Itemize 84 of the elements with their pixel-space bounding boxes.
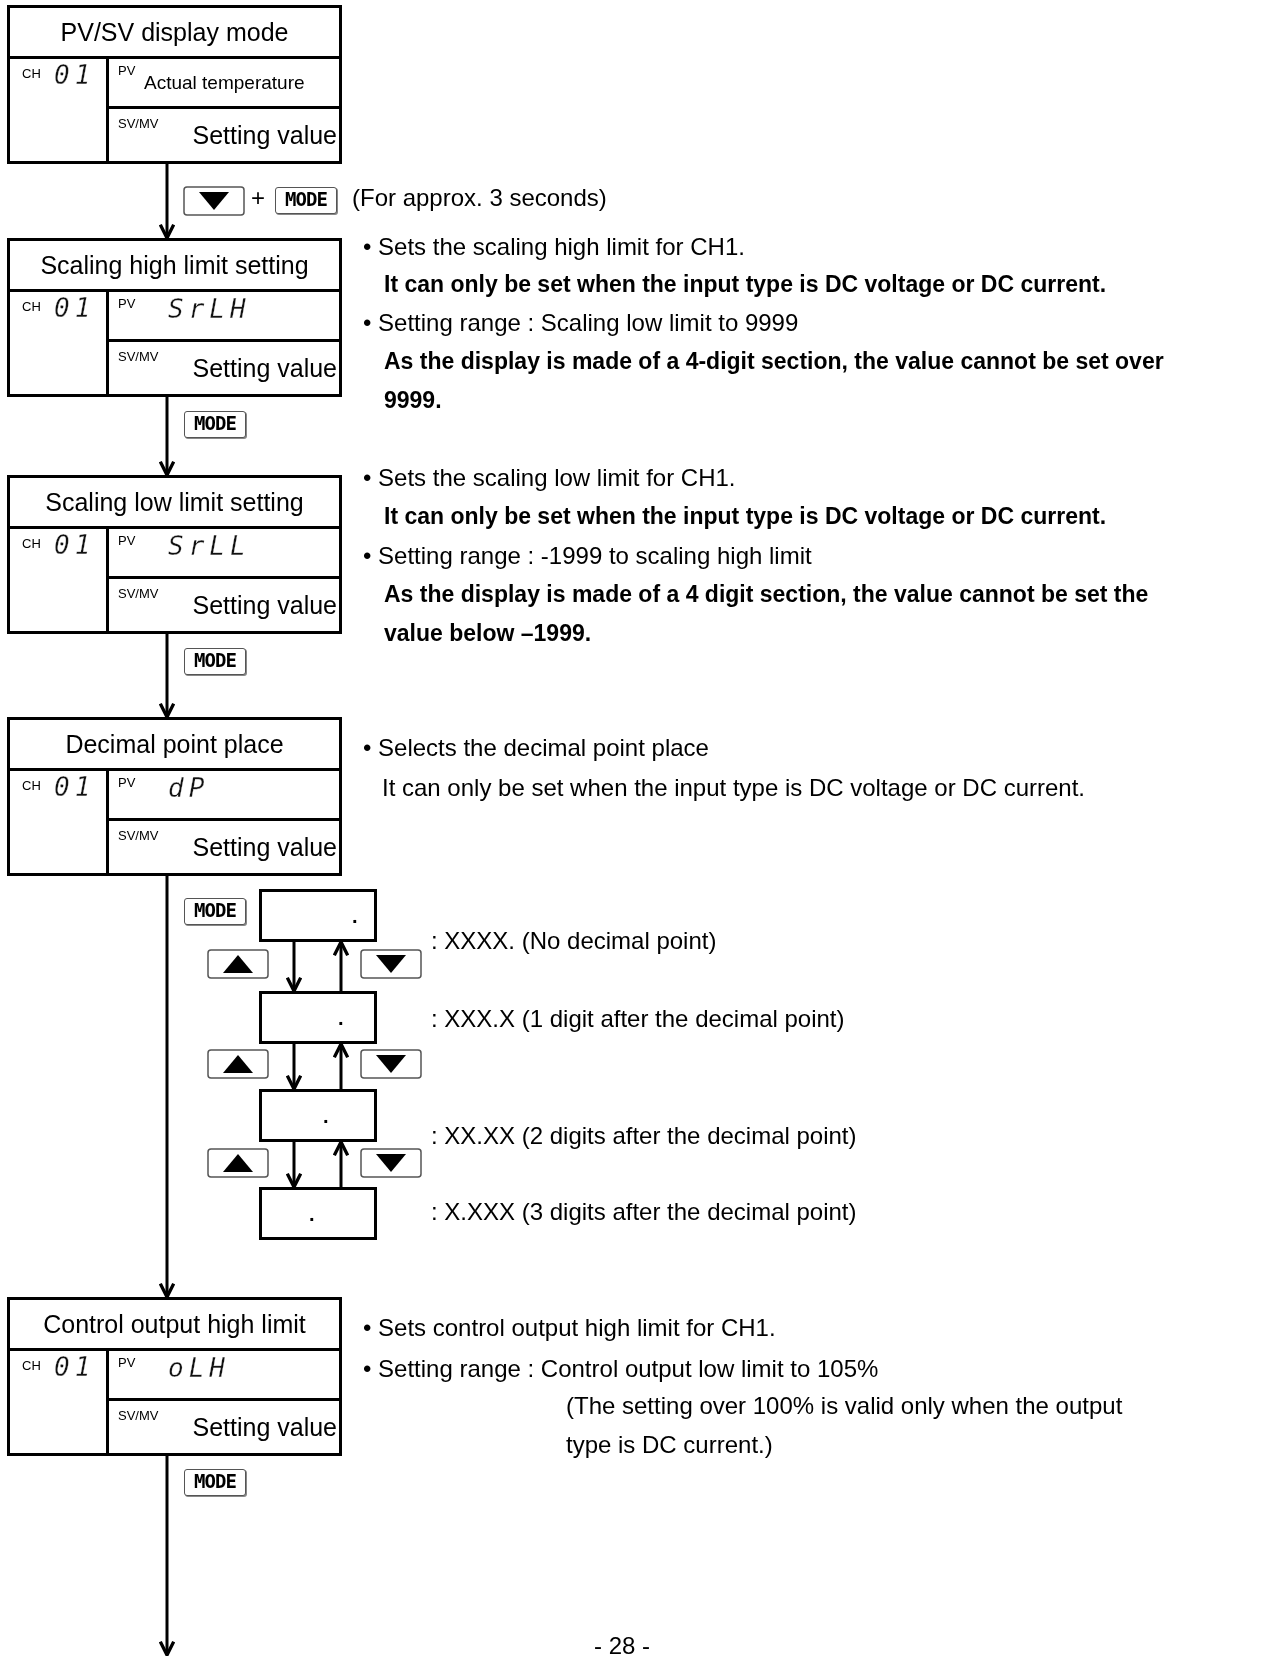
sv-mv-label: SV/MV xyxy=(118,587,159,600)
mode-title: Decimal point place xyxy=(64,732,285,757)
note-text: It can only be set when the input type is DC voltage or DC current. xyxy=(382,773,1087,803)
channel-label: CH xyxy=(22,537,41,550)
mode-title: Scaling high limit setting xyxy=(39,253,310,278)
note-text: • Sets the scaling high limit for CH1. xyxy=(363,232,746,262)
sv-description: Setting value xyxy=(192,593,337,618)
mode-key: MODE xyxy=(184,1469,246,1496)
note-text: As the display is made of a 4 digit section, the value cannot be set the value below –1999. xyxy=(384,580,1150,648)
display-panel xyxy=(7,475,342,634)
segment-display-digits: oLH xyxy=(168,1355,230,1381)
display-panel xyxy=(7,1297,342,1456)
decimal-point: . xyxy=(338,1008,344,1028)
arrow xyxy=(158,164,176,240)
decimal-point: . xyxy=(309,1204,315,1224)
note-text: It can only be set when the input type is DC voltage or DC current. xyxy=(384,270,1108,299)
sv-description: Setting value xyxy=(192,356,337,381)
segment-display-digits: 01 xyxy=(54,774,96,800)
display-box xyxy=(259,1187,377,1240)
note-text: : XXXX. (No decimal point) xyxy=(431,926,718,956)
display-panel xyxy=(7,717,342,876)
pv-label: PV xyxy=(118,1356,136,1369)
note-text: It can only be set when the input type is DC voltage or DC current. xyxy=(384,502,1108,531)
mode-key: MODE xyxy=(184,648,246,675)
pv-label: PV xyxy=(118,297,136,310)
pv-label: PV xyxy=(118,776,136,789)
sv-mv-label: SV/MV xyxy=(118,117,159,130)
display-panel xyxy=(7,238,342,397)
sv-mv-label: SV/MV xyxy=(118,1409,159,1422)
mode-key: MODE xyxy=(184,898,246,925)
arrow xyxy=(158,634,176,719)
mode-title: Control output high limit xyxy=(42,1312,307,1337)
segment-display-digits: 01 xyxy=(54,295,96,321)
decimal-point: . xyxy=(352,906,358,926)
display-box xyxy=(259,1089,377,1142)
note-text: As the display is made of a 4-digit section, the value cannot be set over 9999. xyxy=(384,347,1165,415)
channel-label: CH xyxy=(22,67,41,80)
mode-key: MODE xyxy=(184,411,246,438)
mode-title: Scaling low limit setting xyxy=(44,490,305,515)
pv-description: Actual temperature xyxy=(144,73,305,92)
sv-description: Setting value xyxy=(192,1415,337,1440)
arrow xyxy=(332,1140,350,1187)
segment-display-digits: dP xyxy=(168,775,210,801)
pv-label: PV xyxy=(118,534,136,547)
note-text: (The setting over 100% is valid only when the output type is DC current.) xyxy=(566,1391,1124,1460)
display-panel xyxy=(7,5,342,164)
arrow xyxy=(158,397,176,477)
note-text: • Setting range : -1999 to scaling high limit xyxy=(363,541,813,571)
mode-title: PV/SV display mode xyxy=(59,20,290,45)
arrow xyxy=(285,1142,303,1189)
segment-display-digits: 01 xyxy=(54,62,96,88)
note-text: : XXX.X (1 digit after the decimal point) xyxy=(431,1004,846,1034)
channel-label: CH xyxy=(22,779,41,792)
arrow xyxy=(285,1044,303,1091)
mode-key: MODE xyxy=(275,187,337,214)
note-text: : X.XXX (3 digits after the decimal point) xyxy=(431,1197,858,1227)
note-text: • Sets the scaling low limit for CH1. xyxy=(363,463,737,493)
note-text: : XX.XX (2 digits after the decimal point) xyxy=(431,1121,858,1151)
note-text: • Setting range : Scaling low limit to 9999 xyxy=(363,308,800,338)
segment-display-digits: 01 xyxy=(54,532,96,558)
segment-display-digits: SrLH xyxy=(168,296,251,322)
arrow xyxy=(158,876,176,1299)
sv-description: Setting value xyxy=(192,835,337,860)
segment-display-digits: 01 xyxy=(54,1354,96,1380)
segment-display-digits: SrLL xyxy=(168,533,251,559)
plus-sign: + xyxy=(251,186,265,210)
display-box xyxy=(259,889,377,942)
sv-description: Setting value xyxy=(192,123,337,148)
note-text: (For approx. 3 seconds) xyxy=(352,186,607,210)
arrow xyxy=(332,1042,350,1089)
sv-mv-label: SV/MV xyxy=(118,350,159,363)
channel-label: CH xyxy=(22,300,41,313)
note-text: • Selects the decimal point place xyxy=(363,733,710,763)
arrow xyxy=(285,942,303,993)
channel-label: CH xyxy=(22,1359,41,1372)
note-text: • Sets control output high limit for CH1. xyxy=(363,1313,777,1343)
pv-label: PV xyxy=(118,64,136,77)
sv-mv-label: SV/MV xyxy=(118,829,159,842)
decimal-point: . xyxy=(323,1106,329,1126)
arrow xyxy=(332,940,350,991)
page-number: - 28 - xyxy=(594,1634,650,1658)
note-text: • Setting range : Control output low limit to 105% xyxy=(363,1354,880,1384)
arrow xyxy=(158,1456,176,1657)
display-box xyxy=(259,991,377,1044)
